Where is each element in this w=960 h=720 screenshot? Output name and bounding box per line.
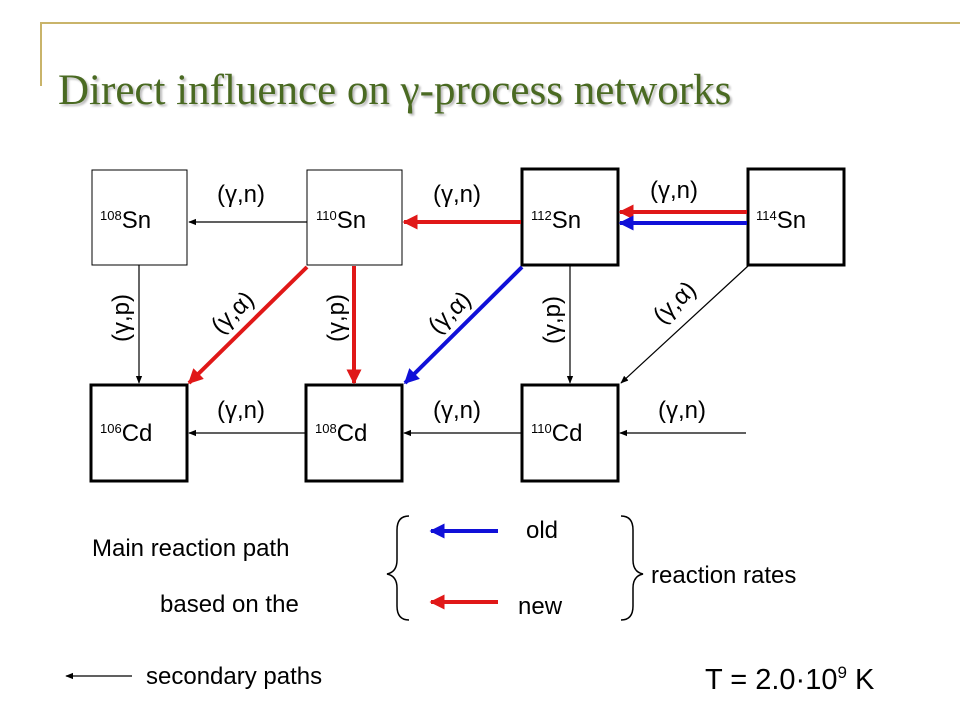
label-gn-incoming-cd110: (γ,n) [658,397,706,424]
nucleus-box-cd110: 110Cd [520,383,620,483]
label-ga-sn114-cd110: (γ,α) [648,276,702,329]
label-ga-sn110-cd106: (γ,α) [206,286,260,339]
nucleus-box-sn112: 112Sn [520,167,620,267]
legend-main-path-line1: Main reaction path [92,535,289,562]
label-gn-cd110-cd108: (γ,n) [433,397,481,424]
arrow-sn112-to-cd108-old [403,265,524,385]
svg-text:106Cd: 106Cd [100,420,152,447]
legend-right-brace [620,515,644,621]
label-gp-sn108-cd106: (γ,p) [108,294,135,342]
legend-left-brace [386,515,410,621]
arrow-sn114-to-cd110 [620,265,749,384]
label-ga-sn112-cd108: (γ,α) [423,286,477,339]
nucleus-box-cd108: 108Cd [304,383,404,483]
legend-main-path-line2: based on the [160,591,299,618]
title-gamma-symbol: γ [400,67,420,114]
label-gn-sn114-sn112: (γ,n) [650,177,698,204]
svg-text:108Sn: 108Sn [100,207,151,234]
temperature-prefix: T = 2.0·10 [705,664,837,696]
svg-text:114Sn: 114Sn [756,207,806,234]
arrow-sn110-to-cd106-new [187,265,309,385]
label-gn-cd108-cd106: (γ,n) [217,397,265,424]
slide-title: Direct influence on γ-process networks [58,66,731,115]
legend-old-label: old [526,517,558,544]
title-suffix: -process networks [419,67,732,114]
nucleus-box-sn108: 108Sn [91,169,188,266]
svg-text:110Sn: 110Sn [316,207,366,234]
nucleus-box-sn114: 114Sn [746,167,846,267]
label-gp-sn110-cd108: (γ,p) [323,294,350,342]
svg-text:110Cd: 110Cd [531,420,582,447]
nucleus-box-sn110: 110Sn [306,169,403,266]
temperature-exponent: 9 [837,663,846,682]
frame-top-line [40,22,960,24]
legend-secondary-paths: secondary paths [146,663,322,690]
nucleus-box-cd106: 106Cd [89,383,189,483]
label-gn-sn110-sn108: (γ,n) [217,181,265,208]
label-gn-sn112-sn110: (γ,n) [433,181,481,208]
temperature-label: T = 2.0·109 K [705,663,875,696]
label-gp-sn112-cd110: (γ,p) [539,296,566,344]
frame-left-line [40,22,42,86]
title-prefix: Direct influence on [58,67,401,114]
temperature-unit: K [847,664,875,696]
legend-reaction-rates: reaction rates [651,562,796,589]
legend-new-label: new [518,593,563,620]
svg-text:112Sn: 112Sn [531,207,581,234]
svg-text:108Cd: 108Cd [315,420,367,447]
